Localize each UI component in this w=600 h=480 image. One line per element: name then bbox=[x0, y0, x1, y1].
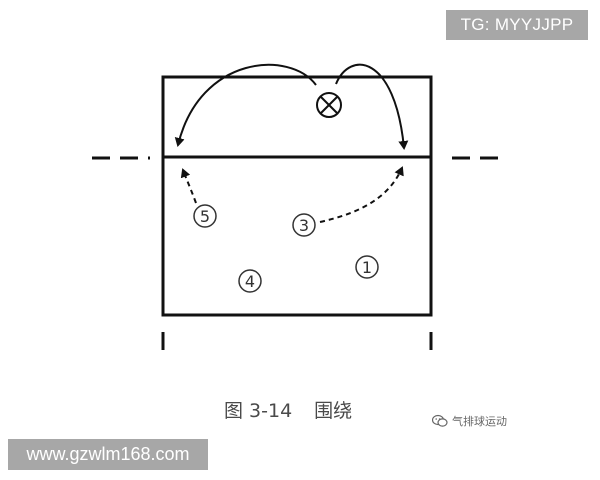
brand-mark: 气排球运动 bbox=[432, 412, 507, 430]
brand-label: 气排球运动 bbox=[452, 415, 507, 428]
court-outline bbox=[161, 75, 433, 317]
player-3-move-arrow bbox=[319, 166, 404, 223]
player-position-1: 1 bbox=[355, 255, 379, 279]
figure-caption: 图 3-14 围绕 bbox=[224, 396, 394, 426]
player-position-3: 3 bbox=[292, 213, 316, 237]
watermark-telegram: TG: MYYJJPP bbox=[446, 10, 588, 40]
player-4-move-arrow bbox=[180, 168, 197, 204]
player-position-3-label: 3 bbox=[299, 216, 309, 235]
figure-title: 围绕 bbox=[314, 400, 353, 422]
player-position-5-label: 4 bbox=[245, 272, 255, 291]
figure-number: 图 3-14 bbox=[224, 400, 293, 422]
server-crossed-circle-icon bbox=[316, 92, 342, 118]
player-position-1-label: 1 bbox=[362, 258, 372, 277]
wechat-icon bbox=[432, 414, 448, 427]
player-position-4: 5 bbox=[193, 204, 217, 228]
player-position-4-label: 5 bbox=[200, 207, 210, 226]
left-curve-arrow bbox=[174, 63, 317, 147]
watermark-website: www.gzwlm168.com bbox=[8, 439, 208, 470]
right-curve-arrow bbox=[335, 63, 409, 150]
player-position-5: 4 bbox=[238, 269, 262, 293]
